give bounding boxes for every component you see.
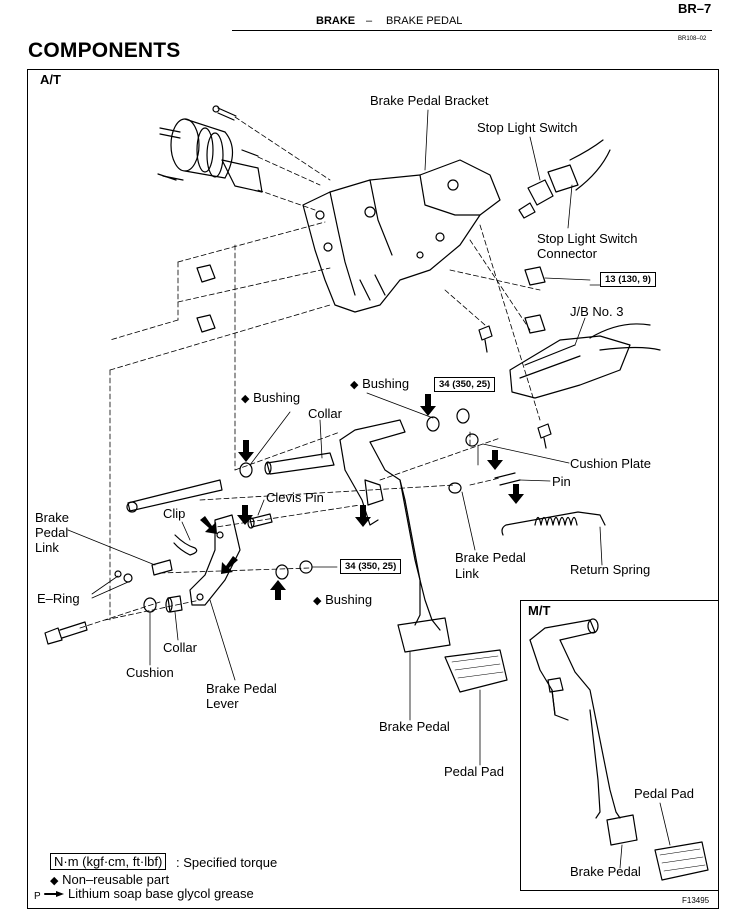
- label-clevis-pin: Clevis Pin: [266, 490, 324, 505]
- legend-torque-box: N·m (kgf·cm, ft·lbf): [50, 853, 167, 870]
- brake-pedal-main: [339, 419, 451, 653]
- clip: [173, 534, 198, 556]
- main-frame: [27, 69, 719, 909]
- label-collar-1: Collar: [308, 406, 342, 421]
- label-bushing-1-text: Bushing: [253, 390, 301, 405]
- legend-grease: Lithium soap base glycol grease: [68, 886, 254, 901]
- legend-non-reusable-text: Non–reusable part: [62, 872, 170, 887]
- diamond-icon: ◆: [241, 393, 250, 405]
- label-brake-pedal-lever-2: Lever: [206, 696, 239, 711]
- return-spring: [501, 511, 606, 536]
- label-brake-pedal-lever-1: Brake Pedal: [206, 681, 277, 696]
- label-brake-pedal-link-left-3: Link: [35, 540, 59, 555]
- header-separator: –: [366, 15, 373, 27]
- lower-bushing: [275, 560, 313, 580]
- diamond-icon: ◆: [313, 595, 322, 607]
- diamond-icon: ◆: [50, 875, 59, 887]
- label-jb-no3: J/B No. 3: [570, 304, 624, 319]
- torque-box-1: 13 (130, 9): [600, 272, 656, 287]
- label-collar-2: Collar: [163, 640, 197, 655]
- torque-box-2: 34 (350, 25): [434, 377, 496, 392]
- bracket-nuts: [196, 264, 546, 334]
- legend-grease-prefix: P: [34, 891, 41, 902]
- label-mt-brake-pedal: Brake Pedal: [570, 864, 641, 879]
- label-clip: Clip: [163, 506, 186, 521]
- label-stop-light-switch: Stop Light Switch: [477, 120, 578, 135]
- jb-no3: [509, 323, 661, 399]
- mt-pedal-pad: [654, 841, 709, 881]
- label-bushing-3: ◆ Bushing: [313, 592, 372, 607]
- stop-light-switch: [518, 139, 611, 219]
- assembly-lines: [79, 116, 541, 629]
- label-e-ring: E–Ring: [37, 591, 80, 606]
- at-label: A/T: [40, 72, 61, 87]
- header-rule: [232, 30, 712, 31]
- doc-code: BR108–02: [678, 36, 707, 42]
- mt-frame: [520, 600, 719, 891]
- mt-label: M/T: [528, 603, 551, 618]
- label-pedal-pad: Pedal Pad: [444, 764, 504, 779]
- label-bushing-3-text: Bushing: [325, 592, 373, 607]
- label-bushing-2-text: Bushing: [362, 376, 410, 391]
- page-title: COMPONENTS: [28, 39, 181, 62]
- label-cushion: Cushion: [126, 665, 174, 680]
- torque-box-3: 34 (350, 25): [340, 559, 402, 574]
- section-name: BRAKE: [316, 15, 356, 27]
- shaft-parts: [126, 408, 479, 513]
- clevis-pin: [247, 513, 273, 529]
- label-mt-pedal-pad: Pedal Pad: [634, 786, 694, 801]
- label-brake-pedal-link-right-1: Brake Pedal: [455, 550, 526, 565]
- label-stop-light-switch-connector-1: Stop Light Switch: [537, 231, 638, 246]
- booster-assembly: [159, 118, 263, 193]
- grease-arrows: [56, 394, 524, 897]
- legend-torque-desc: : Specified torque: [176, 855, 278, 870]
- mt-brake-pedal: [529, 618, 638, 846]
- label-brake-pedal-link-left-2: Pedal: [35, 525, 69, 540]
- legend-non-reusable: ◆ Non–reusable part: [50, 872, 169, 887]
- label-pin: Pin: [552, 474, 571, 489]
- mt-leader-lines: [619, 802, 671, 869]
- brake-pedal-lever: [189, 514, 241, 606]
- left-link: [114, 559, 173, 583]
- label-brake-pedal: Brake Pedal: [379, 719, 450, 734]
- label-brake-pedal-bracket: Brake Pedal Bracket: [370, 93, 489, 108]
- pin-link: [448, 472, 521, 494]
- label-bushing-1: ◆ Bushing: [241, 390, 300, 405]
- cushion-collar: [143, 595, 183, 613]
- label-bushing-2: ◆ Bushing: [350, 376, 409, 391]
- bracket-bolts: [478, 325, 552, 449]
- label-cushion-plate: Cushion Plate: [570, 456, 651, 471]
- page-number: BR–7: [678, 1, 712, 16]
- bottom-bolt: [44, 621, 88, 645]
- leader-lines: [67, 109, 603, 766]
- label-brake-pedal-link-right-2: Link: [455, 566, 479, 581]
- label-stop-light-switch-connector-2: Connector: [537, 246, 597, 261]
- brake-pedal-bracket: [302, 159, 501, 313]
- diamond-icon: ◆: [350, 379, 359, 391]
- figure-code: F13495: [682, 896, 710, 905]
- subsection-name: BRAKE PEDAL: [386, 15, 463, 27]
- label-brake-pedal-link-left-1: Brake: [35, 510, 69, 525]
- screws-top: [157, 105, 259, 181]
- label-return-spring: Return Spring: [570, 562, 651, 577]
- pedal-pad: [444, 649, 508, 693]
